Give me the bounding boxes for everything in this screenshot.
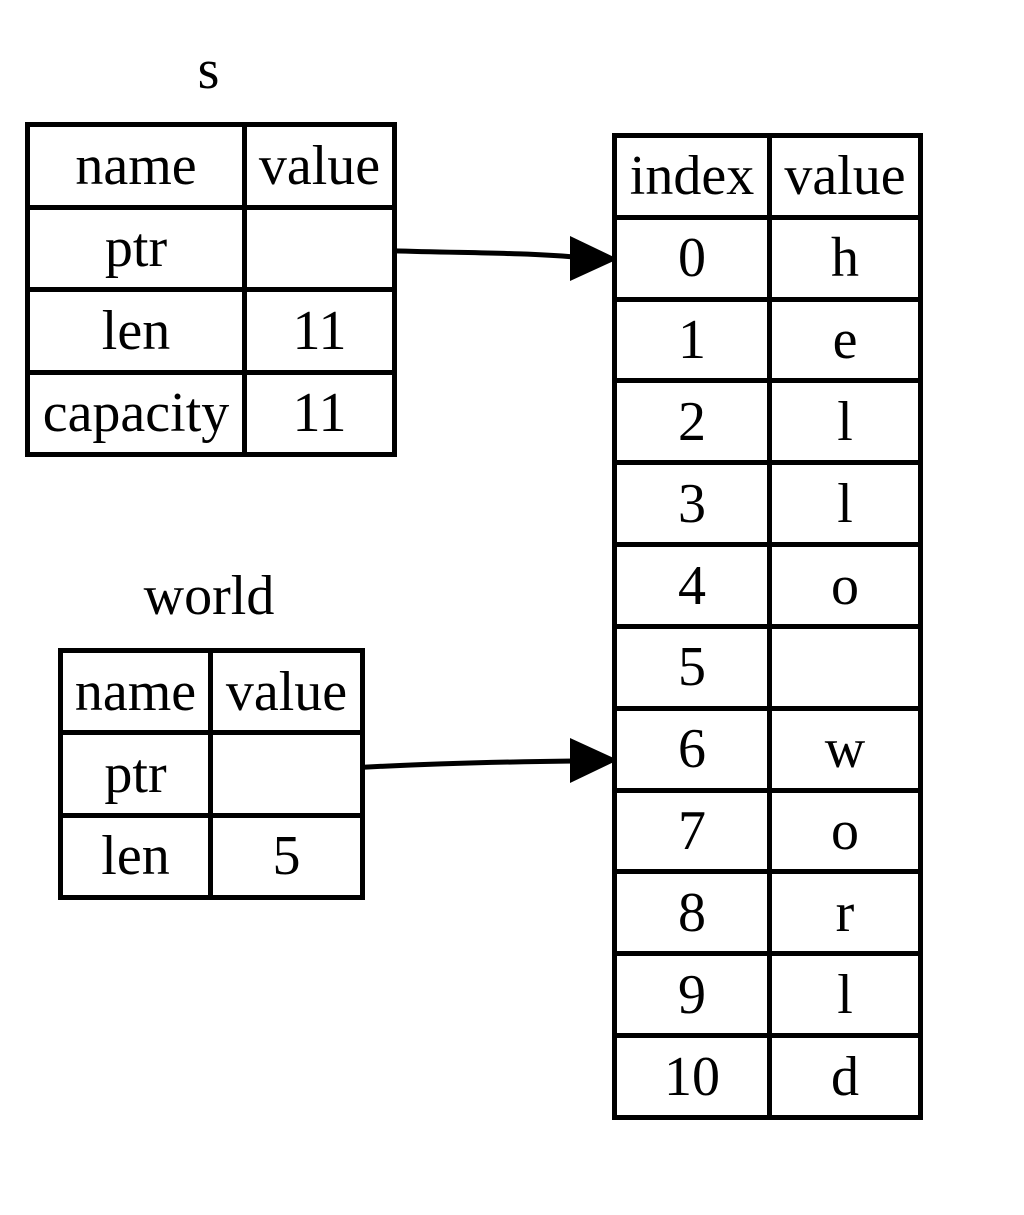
header-value: value — [208, 647, 365, 736]
cell-index: 8 — [612, 869, 772, 957]
world-table: name value ptr len 5 — [58, 647, 365, 901]
table-row: 9 l — [612, 951, 923, 1039]
table-row: 0 h — [612, 214, 923, 302]
table-row: 7 o — [612, 787, 923, 875]
table-row: 1 e — [612, 296, 923, 384]
table-row: 3 l — [612, 460, 923, 548]
cell-index: 2 — [612, 378, 772, 466]
cell-index: 6 — [612, 705, 772, 793]
world-ptr-arrowhead-icon — [570, 738, 618, 783]
cell-index: 0 — [612, 214, 772, 302]
header-name: name — [25, 122, 247, 210]
table-row: ptr — [58, 730, 365, 818]
cell-char: l — [767, 460, 923, 548]
table-header-row: index value — [612, 133, 923, 220]
cell-char: o — [767, 542, 923, 629]
table-header-row: name value — [25, 122, 397, 210]
cell-char: d — [767, 1033, 923, 1120]
cell-field-value: 11 — [242, 369, 397, 457]
cell-char: e — [767, 296, 923, 384]
cell-field-name: len — [25, 287, 247, 375]
cell-char: l — [767, 951, 923, 1039]
table-row: len 11 — [25, 287, 397, 375]
cell-char: r — [767, 869, 923, 957]
cell-index: 5 — [612, 623, 772, 711]
cell-char: w — [767, 705, 923, 793]
cell-field-name: capacity — [25, 369, 247, 457]
table-row: capacity 11 — [25, 369, 397, 457]
cell-field-value — [242, 204, 397, 292]
cell-field-value — [208, 730, 365, 818]
cell-field-value: 5 — [208, 812, 365, 901]
cell-index: 10 — [612, 1033, 772, 1120]
table-row: len 5 — [58, 812, 365, 901]
cell-index: 1 — [612, 296, 772, 384]
s-table-title: s — [197, 39, 220, 101]
table-row: 2 l — [612, 378, 923, 466]
header-name: name — [58, 647, 213, 736]
cell-index: 3 — [612, 460, 772, 548]
cell-field-value: 11 — [242, 287, 397, 375]
world-table-title: world — [143, 565, 275, 627]
cell-index: 7 — [612, 787, 772, 875]
header-value: value — [767, 133, 923, 220]
cell-field-name: ptr — [58, 730, 213, 818]
cell-char — [767, 623, 923, 711]
table-row: 4 o — [612, 542, 923, 629]
cell-index: 4 — [612, 542, 772, 629]
s-table: name value ptr len 11 capacity 11 — [25, 122, 397, 457]
table-row: 8 r — [612, 869, 923, 957]
table-header-row: name value — [58, 647, 365, 736]
cell-index: 9 — [612, 951, 772, 1039]
buffer-table: index value 0 h 1 e 2 l 3 l 4 o — [612, 133, 923, 1120]
table-row: 6 w — [612, 705, 923, 793]
s-ptr-arrowhead-icon — [570, 236, 618, 281]
cell-field-name: ptr — [25, 204, 247, 292]
cell-char: l — [767, 378, 923, 466]
table-row: 10 d — [612, 1033, 923, 1120]
cell-char: o — [767, 787, 923, 875]
header-value: value — [242, 122, 397, 210]
cell-char: h — [767, 214, 923, 302]
table-row: 5 — [612, 623, 923, 711]
header-index: index — [612, 133, 772, 220]
cell-field-name: len — [58, 812, 213, 901]
table-row: ptr — [25, 204, 397, 292]
